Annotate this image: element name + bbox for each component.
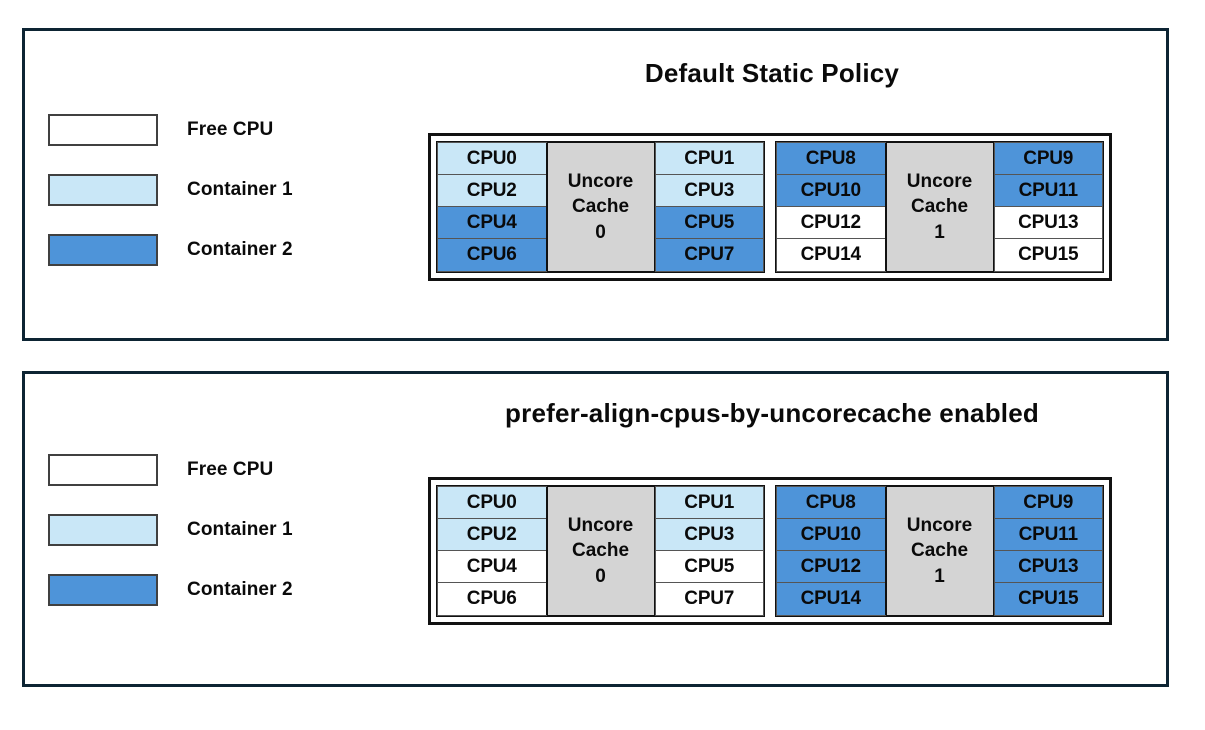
- cpu-column-left: CPU0 CPU2 CPU4 CPU6: [437, 486, 547, 616]
- cache-index: 1: [934, 221, 945, 243]
- cache-label-line-1: Uncore: [567, 515, 634, 537]
- legend-label-free-cpu: Free CPU: [187, 119, 274, 140]
- cpu-cell: CPU14: [776, 238, 886, 272]
- legend-label-container-2: Container 2: [187, 579, 293, 600]
- cpu-cell: CPU1: [654, 486, 764, 520]
- legend-swatch-container-2: [48, 234, 158, 266]
- cpu-column-left: CPU8 CPU10 CPU12 CPU14: [776, 486, 886, 616]
- cpu-cell: CPU6: [437, 238, 547, 272]
- cpu-cell: CPU7: [654, 238, 764, 272]
- uncore-cache-box: Uncore Cache 1: [884, 487, 995, 615]
- cpu-cell: CPU3: [654, 518, 764, 552]
- legend-label-free-cpu: Free CPU: [187, 459, 274, 480]
- cpu-column-right: CPU9 CPU11 CPU13 CPU15: [993, 142, 1103, 272]
- cpu-cell: CPU12: [776, 550, 886, 584]
- cache-label-line-2: Cache: [571, 540, 630, 562]
- cpu-cell: CPU10: [776, 174, 886, 208]
- legend-swatch-free-cpu: [48, 114, 158, 146]
- cpu-column-left: CPU0 CPU2 CPU4 CPU6: [437, 142, 547, 272]
- cpu-cell: CPU8: [776, 142, 886, 176]
- cpu-cell: CPU4: [437, 206, 547, 240]
- legend-swatch-container-2: [48, 574, 158, 606]
- cpu-cell: CPU5: [654, 206, 764, 240]
- cpu-cell: CPU2: [437, 518, 547, 552]
- uncore-cache-box: Uncore Cache 1: [884, 143, 995, 271]
- cpu-cell: CPU11: [993, 518, 1103, 552]
- legend-label-container-1: Container 1: [187, 179, 293, 200]
- cpu-cell: CPU8: [776, 486, 886, 520]
- cpu-cell: CPU13: [993, 550, 1103, 584]
- cpu-cell: CPU9: [993, 486, 1103, 520]
- legend-panel-2: Free CPU Container 1 Container 2: [48, 440, 293, 620]
- cache-label-line-1: Uncore: [906, 171, 973, 193]
- cpu-cell: CPU14: [776, 582, 886, 616]
- legend-item-free-cpu: Free CPU: [48, 440, 293, 500]
- legend-item-container-2: Container 2: [48, 220, 293, 280]
- legend-swatch-container-1: [48, 514, 158, 546]
- legend-label-container-1: Container 1: [187, 519, 293, 540]
- cpu-cell: CPU0: [437, 142, 547, 176]
- panel-title-2: prefer-align-cpus-by-uncorecache enabled: [505, 398, 1039, 428]
- legend-swatch-container-1: [48, 174, 158, 206]
- cpu-cell: CPU11: [993, 174, 1103, 208]
- legend-item-container-2: Container 2: [48, 560, 293, 620]
- legend-panel-1: Free CPU Container 1 Container 2: [48, 100, 293, 280]
- cache-label-line-1: Uncore: [567, 171, 634, 193]
- cpu-cell: CPU1: [654, 142, 764, 176]
- legend-swatch-free-cpu: [48, 454, 158, 486]
- cache-label-line-2: Cache: [910, 540, 969, 562]
- cpu-cell: CPU6: [437, 582, 547, 616]
- cache-index: 0: [595, 565, 606, 587]
- cpu-cell: CPU3: [654, 174, 764, 208]
- cache-label-line-2: Cache: [571, 196, 630, 218]
- cpu-column-right: CPU1 CPU3 CPU5 CPU7: [654, 486, 764, 616]
- cache-index: 0: [595, 221, 606, 243]
- cache-index: 1: [934, 565, 945, 587]
- cpu-cell: CPU10: [776, 518, 886, 552]
- uncore-cache-group-1: CPU8 CPU10 CPU12 CPU14 Uncore Cache 1 CP…: [775, 485, 1104, 617]
- uncore-cache-group-0: CPU0 CPU2 CPU4 CPU6 Uncore Cache 0 CPU1 …: [436, 141, 765, 273]
- uncore-cache-box: Uncore Cache 0: [545, 487, 656, 615]
- legend-item-container-1: Container 1: [48, 500, 293, 560]
- legend-label-container-2: Container 2: [187, 239, 293, 260]
- cache-label-line-2: Cache: [910, 196, 969, 218]
- cpu-cell: CPU7: [654, 582, 764, 616]
- uncore-cache-group-1: CPU8 CPU10 CPU12 CPU14 Uncore Cache 1 CP…: [775, 141, 1104, 273]
- legend-item-free-cpu: Free CPU: [48, 100, 293, 160]
- cpu-column-right: CPU1 CPU3 CPU5 CPU7: [654, 142, 764, 272]
- legend-item-container-1: Container 1: [48, 160, 293, 220]
- panel-title-1: Default Static Policy: [644, 58, 900, 88]
- cpu-cell: CPU12: [776, 206, 886, 240]
- cpu-topology-grid-1: CPU0 CPU2 CPU4 CPU6 Uncore Cache 0 CPU1 …: [428, 133, 1112, 281]
- cpu-cell: CPU15: [993, 582, 1103, 616]
- cpu-column-right: CPU9 CPU11 CPU13 CPU15: [993, 486, 1103, 616]
- cpu-cell: CPU5: [654, 550, 764, 584]
- cpu-cell: CPU13: [993, 206, 1103, 240]
- uncore-cache-box: Uncore Cache 0: [545, 143, 656, 271]
- cache-label-line-1: Uncore: [906, 515, 973, 537]
- uncore-cache-group-0: CPU0 CPU2 CPU4 CPU6 Uncore Cache 0 CPU1 …: [436, 485, 765, 617]
- cpu-column-left: CPU8 CPU10 CPU12 CPU14: [776, 142, 886, 272]
- cpu-topology-grid-2: CPU0 CPU2 CPU4 CPU6 Uncore Cache 0 CPU1 …: [428, 477, 1112, 625]
- cpu-cell: CPU15: [993, 238, 1103, 272]
- cpu-cell: CPU9: [993, 142, 1103, 176]
- cpu-cell: CPU0: [437, 486, 547, 520]
- cpu-cell: CPU4: [437, 550, 547, 584]
- cpu-cell: CPU2: [437, 174, 547, 208]
